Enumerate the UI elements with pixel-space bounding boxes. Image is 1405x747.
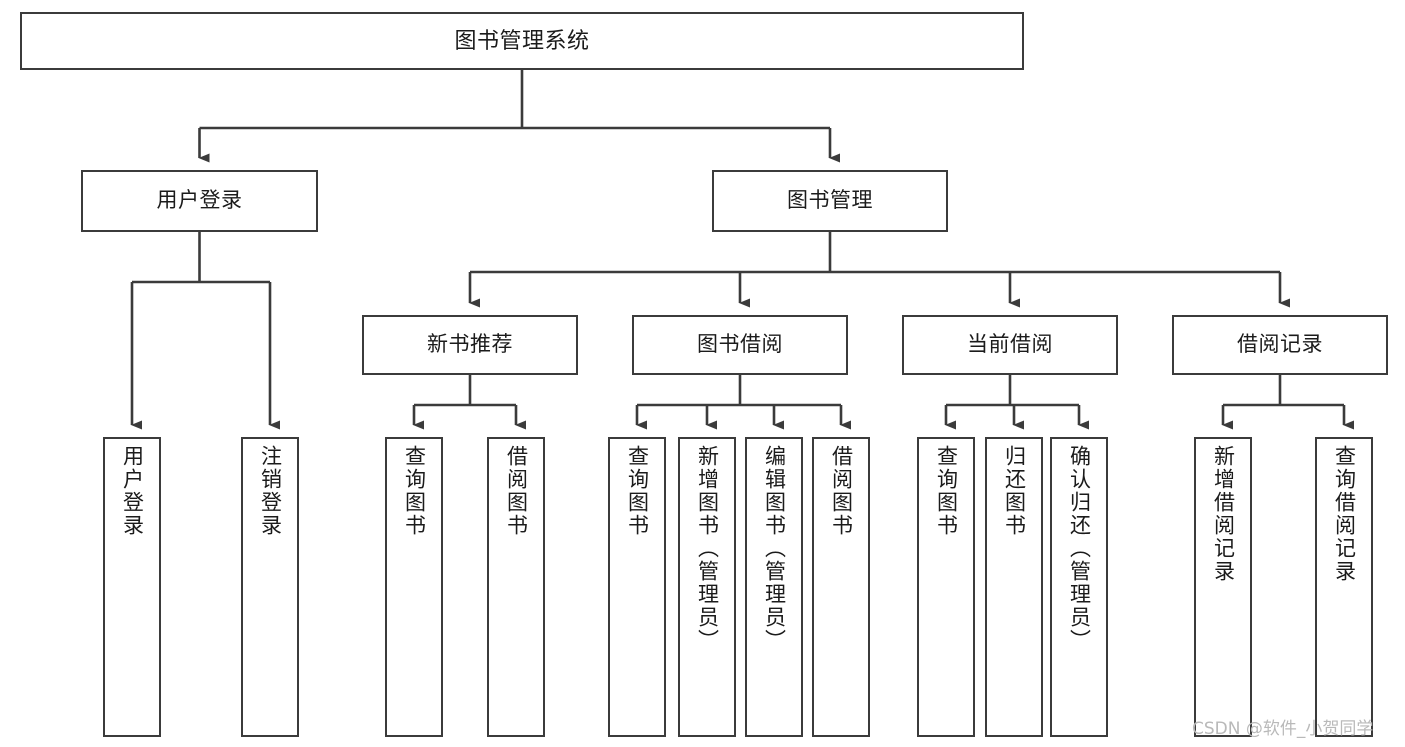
node-label: 新书推荐 — [427, 332, 513, 356]
node-borrow-record[interactable]: 借阅记录 — [1172, 315, 1388, 375]
node-label: 用户登录 — [120, 445, 144, 537]
node-leaf-borrow-book-rec[interactable]: 借阅图书 — [487, 437, 545, 737]
node-leaf-query-book-rec[interactable]: 查询图书 — [385, 437, 443, 737]
node-leaf-confirm-return-admin[interactable]: 确认归还（管理员） — [1050, 437, 1108, 737]
node-root-book-management-system[interactable]: 图书管理系统 — [20, 12, 1024, 70]
node-leaf-user-login[interactable]: 用户登录 — [103, 437, 161, 737]
node-label: 查询图书 — [625, 445, 649, 537]
node-label: 图书管理系统 — [454, 28, 590, 54]
node-label: 查询图书 — [402, 445, 426, 537]
node-label: 用户登录 — [156, 188, 243, 212]
node-label: 归还图书 — [1002, 445, 1026, 537]
node-leaf-edit-book-admin[interactable]: 编辑图书（管理员） — [745, 437, 803, 737]
node-leaf-borrow-book[interactable]: 借阅图书 — [812, 437, 870, 737]
node-label: 借阅记录 — [1237, 332, 1323, 356]
node-leaf-query-borrow-record[interactable]: 查询借阅记录 — [1315, 437, 1373, 737]
node-leaf-return-book[interactable]: 归还图书 — [985, 437, 1043, 737]
node-label: 借阅图书 — [829, 445, 853, 537]
node-label: 当前借阅 — [967, 332, 1053, 356]
node-book-borrow[interactable]: 图书借阅 — [632, 315, 848, 375]
node-label: 借阅图书 — [504, 445, 528, 537]
node-label: 图书借阅 — [697, 332, 783, 356]
node-label: 查询借阅记录 — [1332, 445, 1356, 583]
node-label: 注销登录 — [258, 445, 282, 537]
node-leaf-user-logout[interactable]: 注销登录 — [241, 437, 299, 737]
node-label: 图书管理 — [787, 188, 873, 212]
node-leaf-add-borrow-record[interactable]: 新增借阅记录 — [1194, 437, 1252, 737]
node-leaf-query-book-borrow[interactable]: 查询图书 — [608, 437, 666, 737]
node-label: 新增借阅记录 — [1211, 445, 1235, 583]
node-label: 确认归还（管理员） — [1067, 445, 1091, 652]
node-new-book-recommend[interactable]: 新书推荐 — [362, 315, 578, 375]
node-current-borrow[interactable]: 当前借阅 — [902, 315, 1118, 375]
node-label: 查询图书 — [934, 445, 958, 537]
node-leaf-query-book-current[interactable]: 查询图书 — [917, 437, 975, 737]
node-book-management[interactable]: 图书管理 — [712, 170, 948, 232]
node-leaf-add-book-admin[interactable]: 新增图书（管理员） — [678, 437, 736, 737]
node-label: 新增图书（管理员） — [695, 445, 719, 652]
node-user-login[interactable]: 用户登录 — [81, 170, 318, 232]
node-label: 编辑图书（管理员） — [762, 445, 786, 652]
